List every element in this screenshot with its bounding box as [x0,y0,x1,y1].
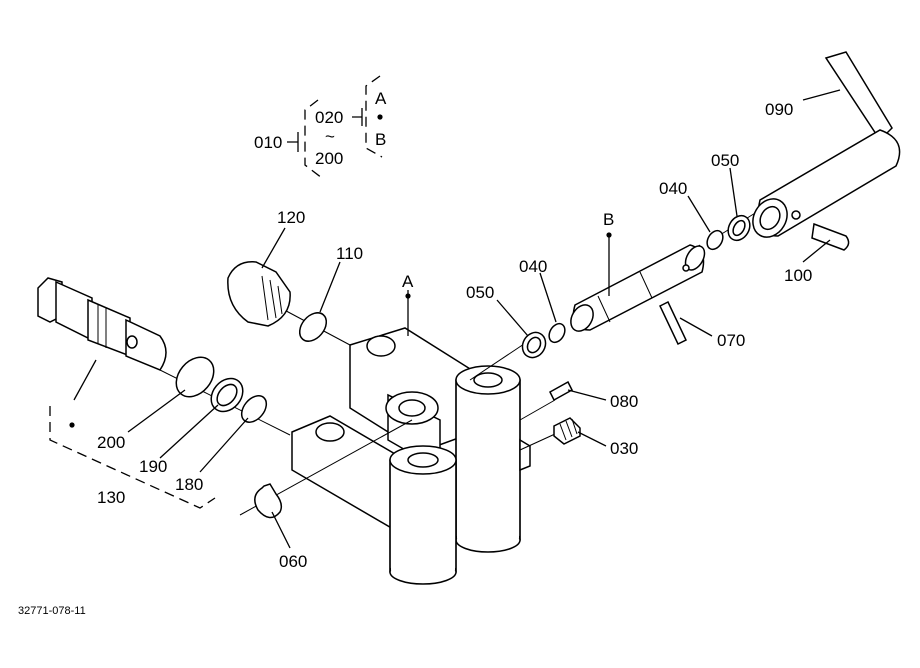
part-190-backup-ring [210,377,244,413]
part-100-pin [811,222,850,251]
part-050-washer-right [727,214,751,242]
callout-180: 180 [175,475,203,494]
leader-lines [49,89,841,549]
part-040-o-ring-right [706,229,724,251]
callout-090: 090 [765,100,793,119]
callout-030: 030 [610,439,638,458]
callout-040-left: 040 [519,257,547,276]
legend-main-label: 010 [254,133,282,152]
part-180-o-ring [240,395,268,423]
callout-060: 060 [279,552,307,571]
callout-050-right: 050 [711,151,739,170]
callout-a: A [402,272,414,291]
legend-dot [377,114,383,120]
callout-130: 130 [97,488,125,507]
part-050-washer-left [521,331,547,359]
part-090-lever [752,51,901,238]
part-040-o-ring-left [548,322,566,344]
part-030-set-screw [553,417,581,445]
callout-070: 070 [717,331,745,350]
part-060-snap-ring [254,483,283,519]
callout-b: B [603,210,614,229]
callout-120: 120 [277,208,305,227]
legend-range-end: 200 [315,149,343,168]
part-b-spool [570,244,706,332]
legend-variant-b: B [375,130,386,149]
callout-200: 200 [97,433,125,452]
part-110-o-ring [298,312,328,342]
callout-100: 100 [784,266,812,285]
drawing-number: 32771-078-11 [18,605,86,617]
callout-labels: 120 110 A B 050 040 040 050 090 100 070 … [97,100,812,571]
part-130-relief-valve [37,277,167,371]
part-070-pin [659,300,687,346]
callout-040-right: 040 [659,179,687,198]
legend-range-start: 020 [315,108,343,127]
callout-190: 190 [139,457,167,476]
valve-body [291,327,531,585]
part-120-plug [227,261,291,327]
legend-variant-a: A [375,89,387,108]
callout-080: 080 [610,392,638,411]
callout-110: 110 [336,244,363,263]
legend-group: 010 020 ~ 200 A B [254,75,387,179]
callout-050-left: 050 [466,283,494,302]
part-080-pin [549,380,573,402]
legend-range-sep: ~ [325,127,335,146]
